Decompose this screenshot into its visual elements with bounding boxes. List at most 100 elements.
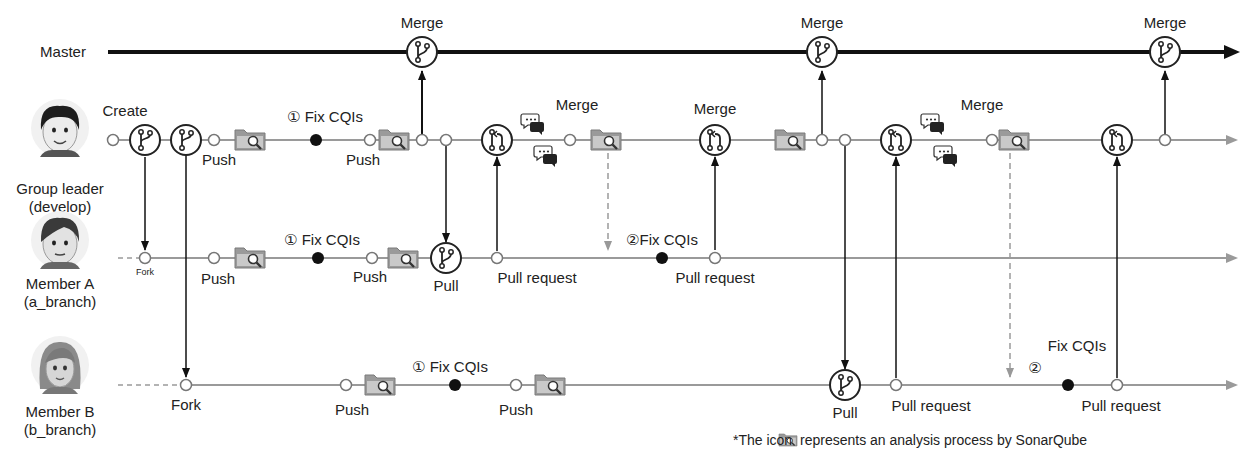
dashed-arrow [1009, 153, 1011, 377]
avatar-shape [30, 210, 90, 270]
pull-request-point-glyph [1112, 380, 1123, 391]
commit-point [1160, 135, 1171, 146]
avatar: Group leader (develop) [30, 98, 90, 158]
merge-icon-shape [1148, 35, 1182, 69]
review-chat-icon [934, 146, 957, 167]
pull-request-point: Pull request [889, 378, 903, 392]
pull-request-point-glyph [492, 253, 503, 264]
fix-point [312, 252, 324, 264]
node-label: Merge [1144, 14, 1187, 32]
fork-arrow [185, 155, 187, 377]
node-label: Pull [832, 404, 857, 422]
avatar-glyph [31, 336, 89, 394]
fork-point-glyph [181, 380, 192, 391]
flow-arrow [144, 157, 146, 250]
node-label: Merge [401, 14, 444, 32]
step-label: Merge [556, 96, 599, 114]
step-label: Merge [961, 96, 1004, 114]
merge-arrow [1164, 71, 1166, 134]
create-icon: Create [129, 124, 161, 156]
sonarqube-icon [235, 130, 265, 150]
pull-icon-glyph [830, 370, 860, 400]
fix-point [656, 252, 668, 264]
pull-icon-glyph [431, 243, 461, 273]
pull-request-point-shape [490, 251, 504, 265]
merge-icon: Merge [1148, 35, 1182, 69]
create-icon-glyph [130, 125, 160, 155]
review-chat-icon [921, 114, 944, 135]
commit-point [817, 135, 828, 146]
node-label: Merge [694, 100, 737, 118]
flow-arrow [714, 157, 716, 250]
step-label: Push [353, 268, 387, 286]
merge-icon-glyph [407, 37, 437, 67]
review-chat-icon [521, 114, 544, 135]
arrow-head [1226, 135, 1238, 145]
step-label: Push [499, 401, 533, 419]
pull-request-point-shape [889, 378, 903, 392]
node-label: Create [102, 102, 147, 120]
sonarqube-icon [379, 130, 409, 150]
sonarqube-icon [999, 130, 1029, 150]
review-chat-icon [534, 146, 557, 167]
fix-point [449, 379, 461, 391]
step-label: ②Fix CQIs [626, 231, 698, 249]
node-label: Merge [801, 14, 844, 32]
commit-point [365, 135, 376, 146]
pull-request-point-glyph [891, 380, 902, 391]
dashed-line [118, 384, 180, 386]
pull-request-arrow [895, 157, 897, 378]
merge-icon-shape [405, 35, 439, 69]
step-label: ① Fix CQIs [412, 358, 488, 376]
commit-point [511, 380, 522, 391]
node-label: Pull request [675, 269, 754, 287]
pull-request-point: Pull request [490, 251, 504, 265]
pull-request-point: Pull request [1110, 378, 1124, 392]
step-label: Push [201, 270, 235, 288]
step-label: ① Fix CQIs [287, 108, 363, 126]
member-label: Member A (a_branch) [0, 275, 120, 311]
sonarqube-icon [365, 375, 395, 395]
node-label: Pull request [1081, 397, 1160, 415]
merge-arrow [821, 71, 823, 134]
step-label: ① Fix CQIs [284, 231, 360, 249]
fix-point [1062, 379, 1074, 391]
commit-point [417, 135, 428, 146]
arrow-head [1224, 45, 1240, 59]
merge-icon-glyph [1150, 37, 1180, 67]
commit-point [840, 135, 851, 146]
merge-request-icon [881, 125, 911, 155]
merge-request-icon [482, 125, 512, 155]
merge-request-icon: Merge [699, 124, 731, 156]
merge-request-icon [1102, 125, 1132, 155]
sonarqube-icon [388, 248, 418, 268]
dashed-arrow [607, 153, 609, 250]
sonarqube-icon [535, 375, 565, 395]
merge-icon-glyph [807, 37, 837, 67]
pull-request-point-glyph [710, 253, 721, 264]
sonarqube-icon [591, 130, 621, 150]
pull-request-point: Pull request [708, 251, 722, 265]
step-label: Fix CQIs [1048, 337, 1106, 355]
arrow-head [1226, 253, 1238, 263]
pull-icon-shape [829, 369, 861, 401]
commit-point [565, 135, 576, 146]
commit-point [108, 135, 119, 146]
arrow-head [1226, 380, 1238, 390]
pull-request-point-shape [708, 251, 722, 265]
commit-point [987, 135, 998, 146]
member-label: Group leader (develop) [0, 180, 120, 216]
pull-icon: Pull [829, 369, 861, 401]
commit-point [441, 135, 452, 146]
callout-number: ② [1028, 359, 1041, 377]
sonarqube-icon [775, 130, 805, 150]
avatar-shape [30, 335, 90, 395]
lane-title: Master [40, 43, 86, 61]
fix-point [310, 134, 322, 146]
fork-point-glyph [140, 253, 151, 264]
fork-point: Fork [138, 251, 152, 265]
dashed-line [118, 257, 139, 259]
node-label: Fork [171, 396, 201, 414]
step-label: Push [202, 151, 236, 169]
